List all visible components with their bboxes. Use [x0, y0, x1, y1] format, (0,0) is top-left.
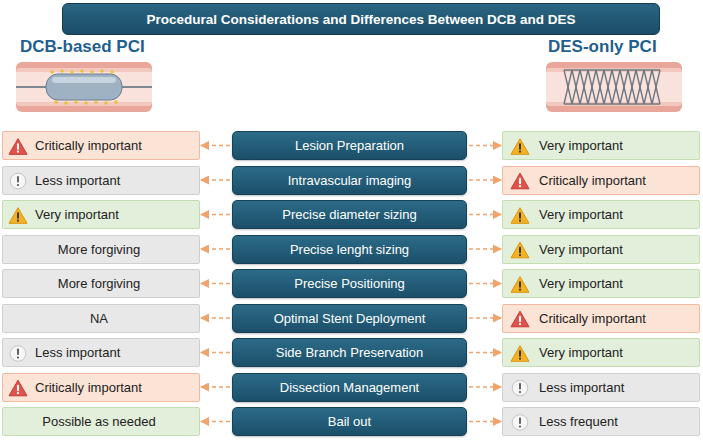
- warning-icon: [9, 139, 27, 155]
- criterion-text: Bail out: [328, 414, 371, 429]
- dashed-arrow: [469, 145, 501, 147]
- dashed-arrow: [469, 317, 501, 319]
- criterion-box: Precise Positioning: [232, 269, 467, 298]
- rating-box: Very important: [502, 269, 700, 298]
- dashed-arrow: [201, 317, 230, 319]
- rating-box: More forgiving: [2, 235, 200, 264]
- rating-text: Very important: [35, 207, 119, 222]
- column-header: DCB-based PCI: [20, 37, 145, 57]
- title-text: Procedural Considerations and Difference…: [146, 12, 575, 27]
- rating-text: Very important: [539, 345, 623, 360]
- dashed-arrow: [469, 248, 501, 250]
- warning-icon: [511, 173, 529, 189]
- notice-icon: [10, 346, 26, 362]
- rating-text: Very important: [539, 207, 623, 222]
- rating-box: Very important: [2, 200, 200, 229]
- criterion-box: Precise lenght sizing: [232, 235, 467, 264]
- rating-text: Very important: [539, 242, 623, 257]
- warning-icon: [511, 277, 529, 293]
- rating-text: Less important: [539, 380, 624, 395]
- column-header: DES-only PCI: [548, 37, 657, 57]
- criterion-text: Side Branch Preservation: [276, 345, 423, 360]
- rating-box: More forgiving: [2, 269, 200, 298]
- rating-text: Less frequent: [539, 414, 618, 429]
- title-banner: Procedural Considerations and Difference…: [62, 3, 660, 35]
- dashed-arrow: [201, 145, 230, 147]
- dashed-arrow: [469, 214, 501, 216]
- rating-text: NA: [90, 311, 108, 326]
- rating-text: Less important: [35, 345, 120, 360]
- dashed-arrow: [469, 179, 501, 181]
- dcb-illustration: [16, 60, 152, 114]
- rating-box: Less important: [502, 373, 700, 402]
- rating-box: NA: [2, 304, 200, 333]
- criterion-box: Intravascular imaging: [232, 166, 467, 195]
- criterion-text: Precise lenght sizing: [290, 242, 409, 257]
- dashed-arrow: [201, 214, 230, 216]
- dashed-arrow: [201, 386, 230, 388]
- warning-icon: [511, 346, 529, 362]
- dashed-arrow: [201, 352, 230, 354]
- dashed-arrow: [469, 352, 501, 354]
- rating-text: Very important: [539, 138, 623, 153]
- rating-box: Very important: [502, 338, 700, 367]
- criterion-box: Lesion Preparation: [232, 131, 467, 160]
- dashed-arrow: [201, 248, 230, 250]
- rating-text: More forgiving: [58, 276, 140, 291]
- dashed-arrow: [201, 179, 230, 181]
- warning-icon: [511, 208, 529, 224]
- rating-text: Critically important: [539, 173, 646, 188]
- criterion-text: Dissection Management: [280, 380, 419, 395]
- rating-text: Critically important: [35, 138, 142, 153]
- criterion-text: Lesion Preparation: [295, 138, 404, 153]
- criterion-box: Bail out: [232, 407, 467, 436]
- notice-icon: [10, 173, 26, 189]
- rating-box: Less important: [2, 166, 200, 195]
- rating-box: Very important: [502, 200, 700, 229]
- notice-icon: [512, 380, 528, 396]
- rating-text: More forgiving: [58, 242, 140, 257]
- dashed-arrow: [469, 283, 501, 285]
- dashed-arrow: [201, 283, 230, 285]
- rating-text: Very important: [539, 276, 623, 291]
- rating-text: Critically important: [35, 380, 142, 395]
- criterion-box: Precise diameter sizing: [232, 200, 467, 229]
- warning-icon: [511, 139, 529, 155]
- rating-text: Less important: [35, 173, 120, 188]
- warning-icon: [9, 208, 27, 224]
- des-illustration: [546, 60, 682, 114]
- rating-box: Critically important: [502, 166, 700, 195]
- criterion-text: Optimal Stent Deployment: [274, 311, 426, 326]
- criterion-box: Side Branch Preservation: [232, 338, 467, 367]
- dashed-arrow: [469, 386, 501, 388]
- rating-text: Possible as needed: [42, 414, 155, 429]
- notice-icon: [512, 415, 528, 431]
- warning-icon: [511, 242, 529, 258]
- rating-box: Less important: [2, 338, 200, 367]
- rating-box: Critically important: [502, 304, 700, 333]
- dashed-arrow: [469, 421, 501, 423]
- criterion-text: Precise Positioning: [294, 276, 405, 291]
- dashed-arrow: [201, 421, 230, 423]
- criterion-box: Optimal Stent Deployment: [232, 304, 467, 333]
- criterion-text: Precise diameter sizing: [282, 207, 416, 222]
- warning-icon: [9, 380, 27, 396]
- criterion-text: Intravascular imaging: [288, 173, 412, 188]
- rating-box: Less frequent: [502, 407, 700, 436]
- rating-box: Critically important: [2, 373, 200, 402]
- rating-box: Possible as needed: [2, 407, 200, 436]
- rating-box: Very important: [502, 235, 700, 264]
- criterion-box: Dissection Management: [232, 373, 467, 402]
- rating-box: Critically important: [2, 131, 200, 160]
- rating-text: Critically important: [539, 311, 646, 326]
- warning-icon: [511, 311, 529, 327]
- rating-box: Very important: [502, 131, 700, 160]
